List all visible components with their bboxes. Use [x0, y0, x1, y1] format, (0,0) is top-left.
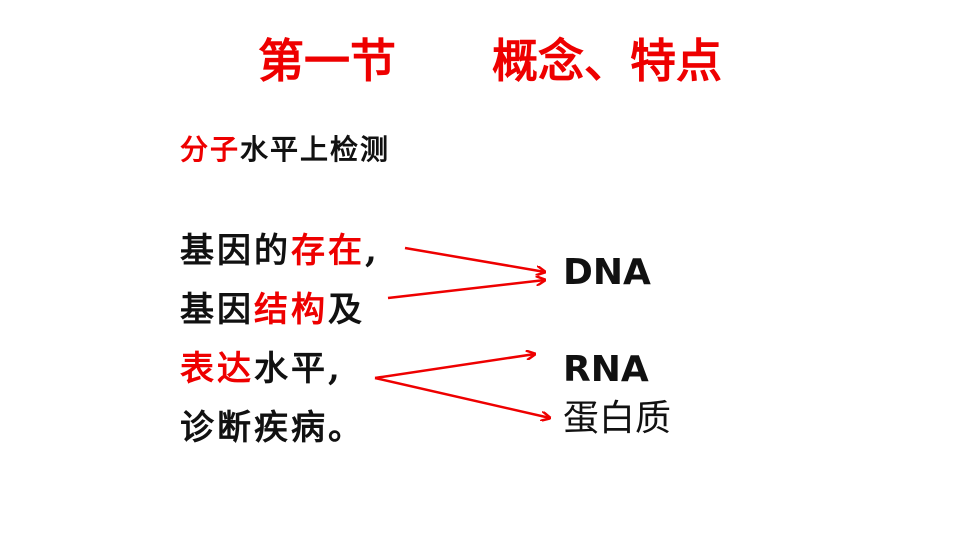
line-gene-existence: 基因的存在,: [180, 228, 380, 274]
line-expression-level: 表达水平,: [180, 346, 343, 392]
target-protein: 蛋白质: [563, 398, 672, 439]
arrow-structure-to-dna: [387, 280, 545, 300]
line-3-post: 水平,: [254, 349, 343, 389]
line-2-highlight: 结构: [254, 290, 328, 330]
arrow-expression-to-protein: [374, 376, 550, 418]
line-1-post: ,: [365, 231, 380, 271]
slide-title: 第一节 概念、特点: [257, 34, 723, 88]
target-rna: RNA: [563, 349, 649, 390]
line-2-pre: 基因: [180, 290, 254, 330]
arrow-expression-to-rna: [374, 354, 535, 380]
line-gene-structure: 基因结构及: [180, 287, 365, 333]
subtitle-highlight: 分子: [180, 133, 241, 166]
line-4-pre: 诊断疾病。: [180, 408, 365, 448]
arrow-existence-to-dna: [404, 246, 545, 272]
line-1-highlight: 存在: [291, 231, 365, 271]
line-diagnose-disease: 诊断疾病。: [180, 405, 365, 451]
line-1-pre: 基因的: [180, 231, 291, 271]
subtitle-rest: 水平上检测: [240, 133, 391, 166]
line-2-post: 及: [328, 290, 365, 330]
target-dna: DNA: [563, 252, 651, 293]
line-3-highlight: 表达: [180, 349, 254, 389]
subtitle: 分子水平上检测: [180, 130, 390, 170]
